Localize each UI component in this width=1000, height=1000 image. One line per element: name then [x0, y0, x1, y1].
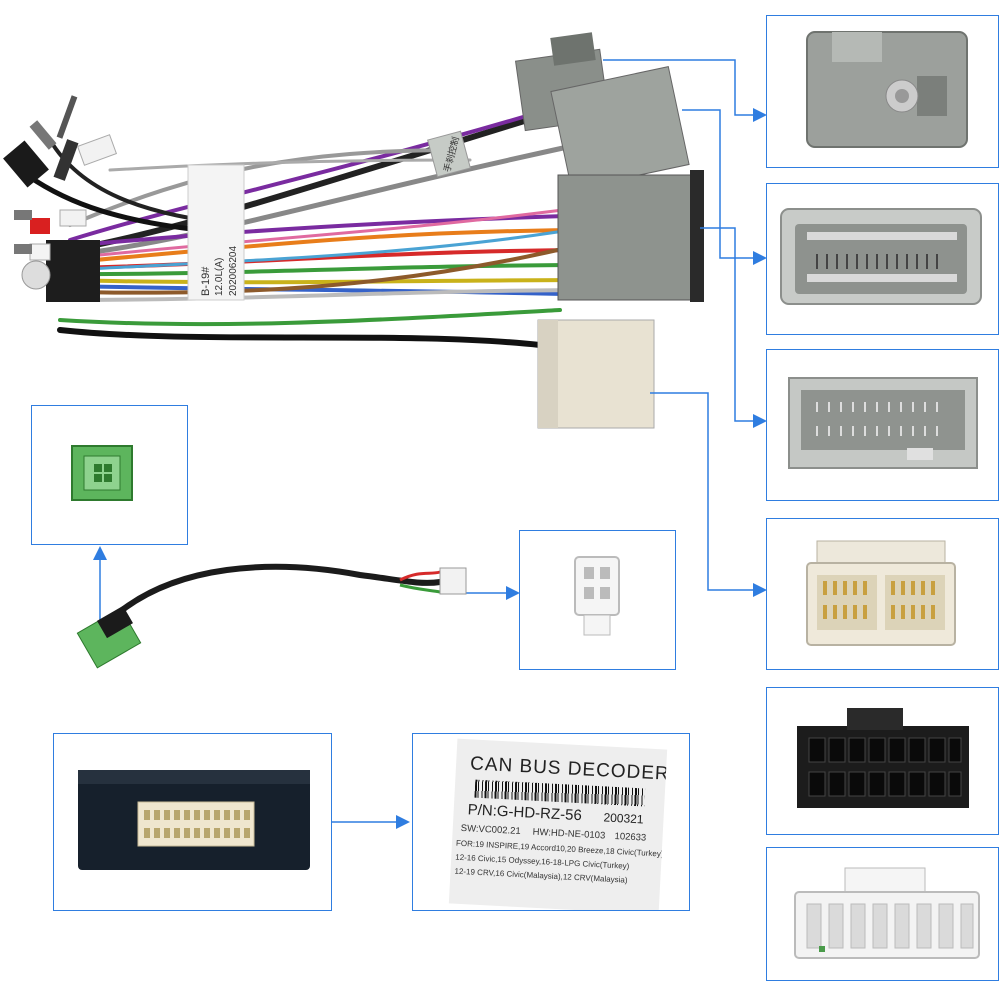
software-version: SW:VC002.21 [460, 822, 522, 838]
antenna-plug [3, 95, 79, 188]
arrow-icon [753, 414, 767, 428]
tag-model: B-19# [200, 266, 212, 296]
iso-black-block [46, 240, 100, 302]
antenna-connector-panel [766, 15, 999, 168]
tag-code: 12.0L(A) [214, 257, 225, 296]
black-iso-connector-icon [797, 708, 969, 808]
callout-lines [99, 59, 760, 823]
arrow-icon [93, 546, 107, 560]
wire-bundle [17, 98, 603, 348]
white-connector-icon [794, 867, 980, 959]
arrow-icon [753, 108, 767, 122]
decoder-label-panel: CAN BUS DECODER P/N:G-HD-RZ-56 200321 SW… [412, 733, 690, 911]
decoder-box-panel [53, 733, 332, 911]
arrow-icon [753, 251, 767, 265]
white-connector-panel [766, 847, 999, 981]
beige-connector [537, 319, 655, 429]
antenna-connector-icon [806, 31, 968, 148]
green-plug-icon [71, 445, 133, 501]
arrow-icon [396, 815, 410, 829]
arrow-heads [93, 108, 767, 829]
arrow-icon [506, 586, 520, 600]
grey-multi-pin-connector-icon [780, 208, 982, 305]
extension-cable [76, 563, 467, 669]
small-white-plug-2 [59, 209, 87, 227]
date-code: 200321 [603, 810, 644, 827]
black-iso-connector-panel [766, 687, 999, 835]
beige-connector-panel [766, 518, 999, 670]
rca-plugs [14, 210, 51, 290]
hardware-version: HW:HD-NE-0103 [532, 826, 606, 842]
white-4pin-plug-panel [519, 530, 676, 670]
tag-date: 202006204 [228, 245, 239, 296]
grey-connector-3 [557, 170, 704, 302]
decoder-box-icon [78, 770, 310, 870]
grey-multi-pin-panel [766, 183, 999, 335]
green-plug-panel [31, 405, 188, 545]
small-white-plug [76, 134, 118, 166]
part-number: P/N:G-HD-RZ-56 [467, 801, 583, 825]
decoder-label: CAN BUS DECODER P/N:G-HD-RZ-56 200321 SW… [448, 738, 668, 910]
grey-wide-connector-panel [766, 349, 999, 501]
serial-number: 102633 [614, 830, 647, 844]
handbrake-tag [427, 130, 471, 178]
harness-tag [187, 164, 245, 301]
grey-wide-connector-icon [788, 377, 978, 469]
beige-connector-icon [806, 540, 956, 646]
white-4pin-plug-icon [574, 556, 620, 636]
arrow-icon [753, 583, 767, 597]
